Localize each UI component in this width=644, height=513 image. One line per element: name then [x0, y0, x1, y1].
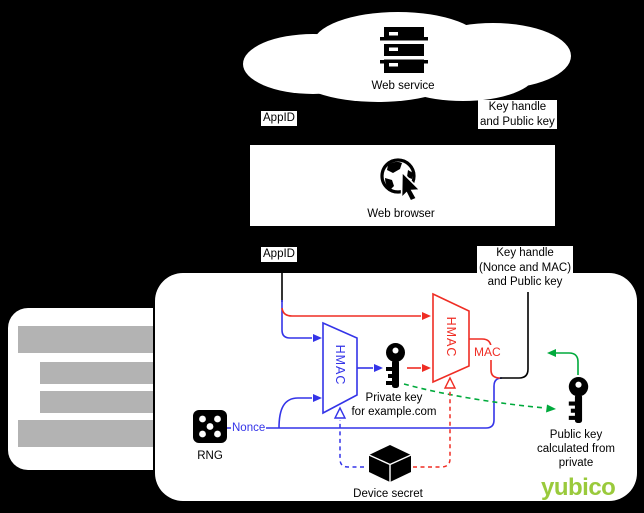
- keyhandle-mid-line1: Key handle: [496, 247, 554, 259]
- public-key-caption: Public key calculated from private: [527, 428, 625, 470]
- public-key-line3: private: [558, 457, 594, 470]
- globe-cursor-icon: [380, 158, 422, 202]
- usb-contact-bar: [18, 326, 153, 353]
- public-key-icon: [568, 377, 589, 423]
- usb-contact-bar: [18, 420, 153, 447]
- appid-label-top: AppID: [261, 111, 297, 126]
- nonce-label: Nonce: [231, 421, 267, 436]
- keyhandle-mid-line3: and Public key: [487, 276, 563, 289]
- device-secret-cube-icon: [368, 445, 412, 482]
- keyhandle-label-top: Key handle and Public key: [478, 100, 557, 130]
- device-secret-label: Device secret: [353, 488, 423, 500]
- public-key-line1: Public key: [549, 429, 603, 441]
- private-key-line1: Private key: [365, 392, 423, 404]
- keyhandle-top-line1: Key handle: [488, 101, 547, 113]
- private-key-icon: [386, 343, 405, 388]
- private-key-caption: Private key for example.com: [344, 391, 444, 419]
- web-service-label: Web service: [371, 80, 435, 92]
- yubico-logo: yubico: [541, 474, 616, 501]
- hmac-blue-label: HMAC: [333, 344, 347, 386]
- web-browser-label: Web browser: [367, 208, 435, 220]
- public-key-line2: calculated from: [537, 443, 615, 456]
- keyhandle-mid-line2: (Nonce and MAC): [479, 261, 572, 274]
- usb-contact-bar: [40, 391, 153, 413]
- rng-label: RNG: [197, 450, 223, 462]
- mac-label: MAC: [473, 345, 502, 361]
- keyhandle-label-mid: Key handle (Nonce and MAC) and Public ke…: [477, 246, 574, 291]
- rng-dice-icon: [193, 410, 227, 443]
- appid-label-mid: AppID: [261, 247, 297, 262]
- usb-connector-shape: [8, 308, 153, 470]
- usb-contact-bar: [40, 362, 153, 384]
- private-key-line2: for example.com: [351, 406, 437, 419]
- cloud-shape: [243, 12, 571, 102]
- keyhandle-top-line2: and Public key: [480, 115, 555, 128]
- server-icon: [380, 27, 428, 73]
- hmac-red-label: HMAC: [444, 316, 458, 358]
